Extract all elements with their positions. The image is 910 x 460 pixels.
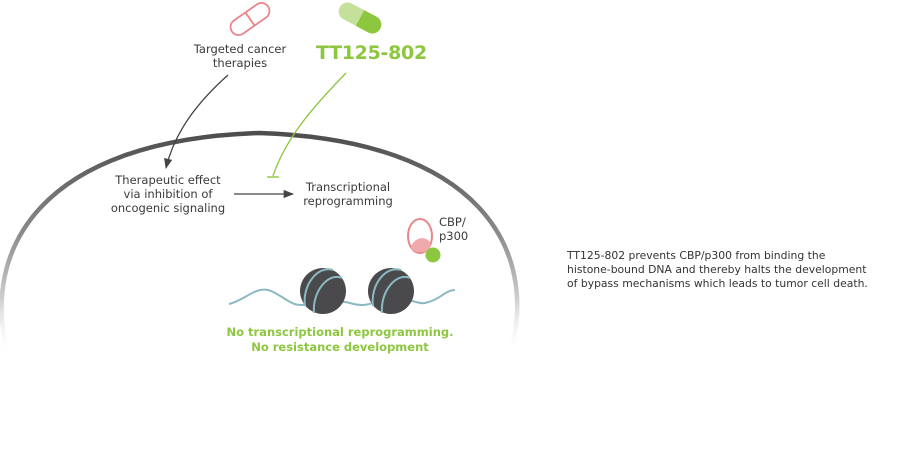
mechanism-description: TT125-802 prevents CBP/p300 from binding… — [567, 249, 868, 290]
cell-membrane — [0, 130, 520, 358]
pill-filled-icon — [335, 0, 385, 37]
dna-strand — [228, 288, 456, 307]
nucleosome-icon — [368, 268, 414, 314]
outcome-label: No transcriptional reprogramming. No res… — [226, 325, 454, 354]
therapy-arrow — [164, 74, 229, 170]
cbp-p300-icon — [407, 218, 441, 263]
therapeutic-effect-label: Therapeutic effect via inhibition of onc… — [110, 173, 226, 215]
inhibition-line — [272, 72, 347, 177]
targeted-therapies-label: Targeted cancer therapies — [193, 42, 287, 70]
nucleosome-icon — [300, 268, 346, 314]
pill-outline-icon — [229, 2, 271, 36]
cbp-p300-label: CBP/ p300 — [439, 215, 469, 243]
transcriptional-reprogramming-label: Transcriptional reprogramming — [303, 180, 393, 208]
drug-name: TT125-802 — [316, 42, 427, 64]
